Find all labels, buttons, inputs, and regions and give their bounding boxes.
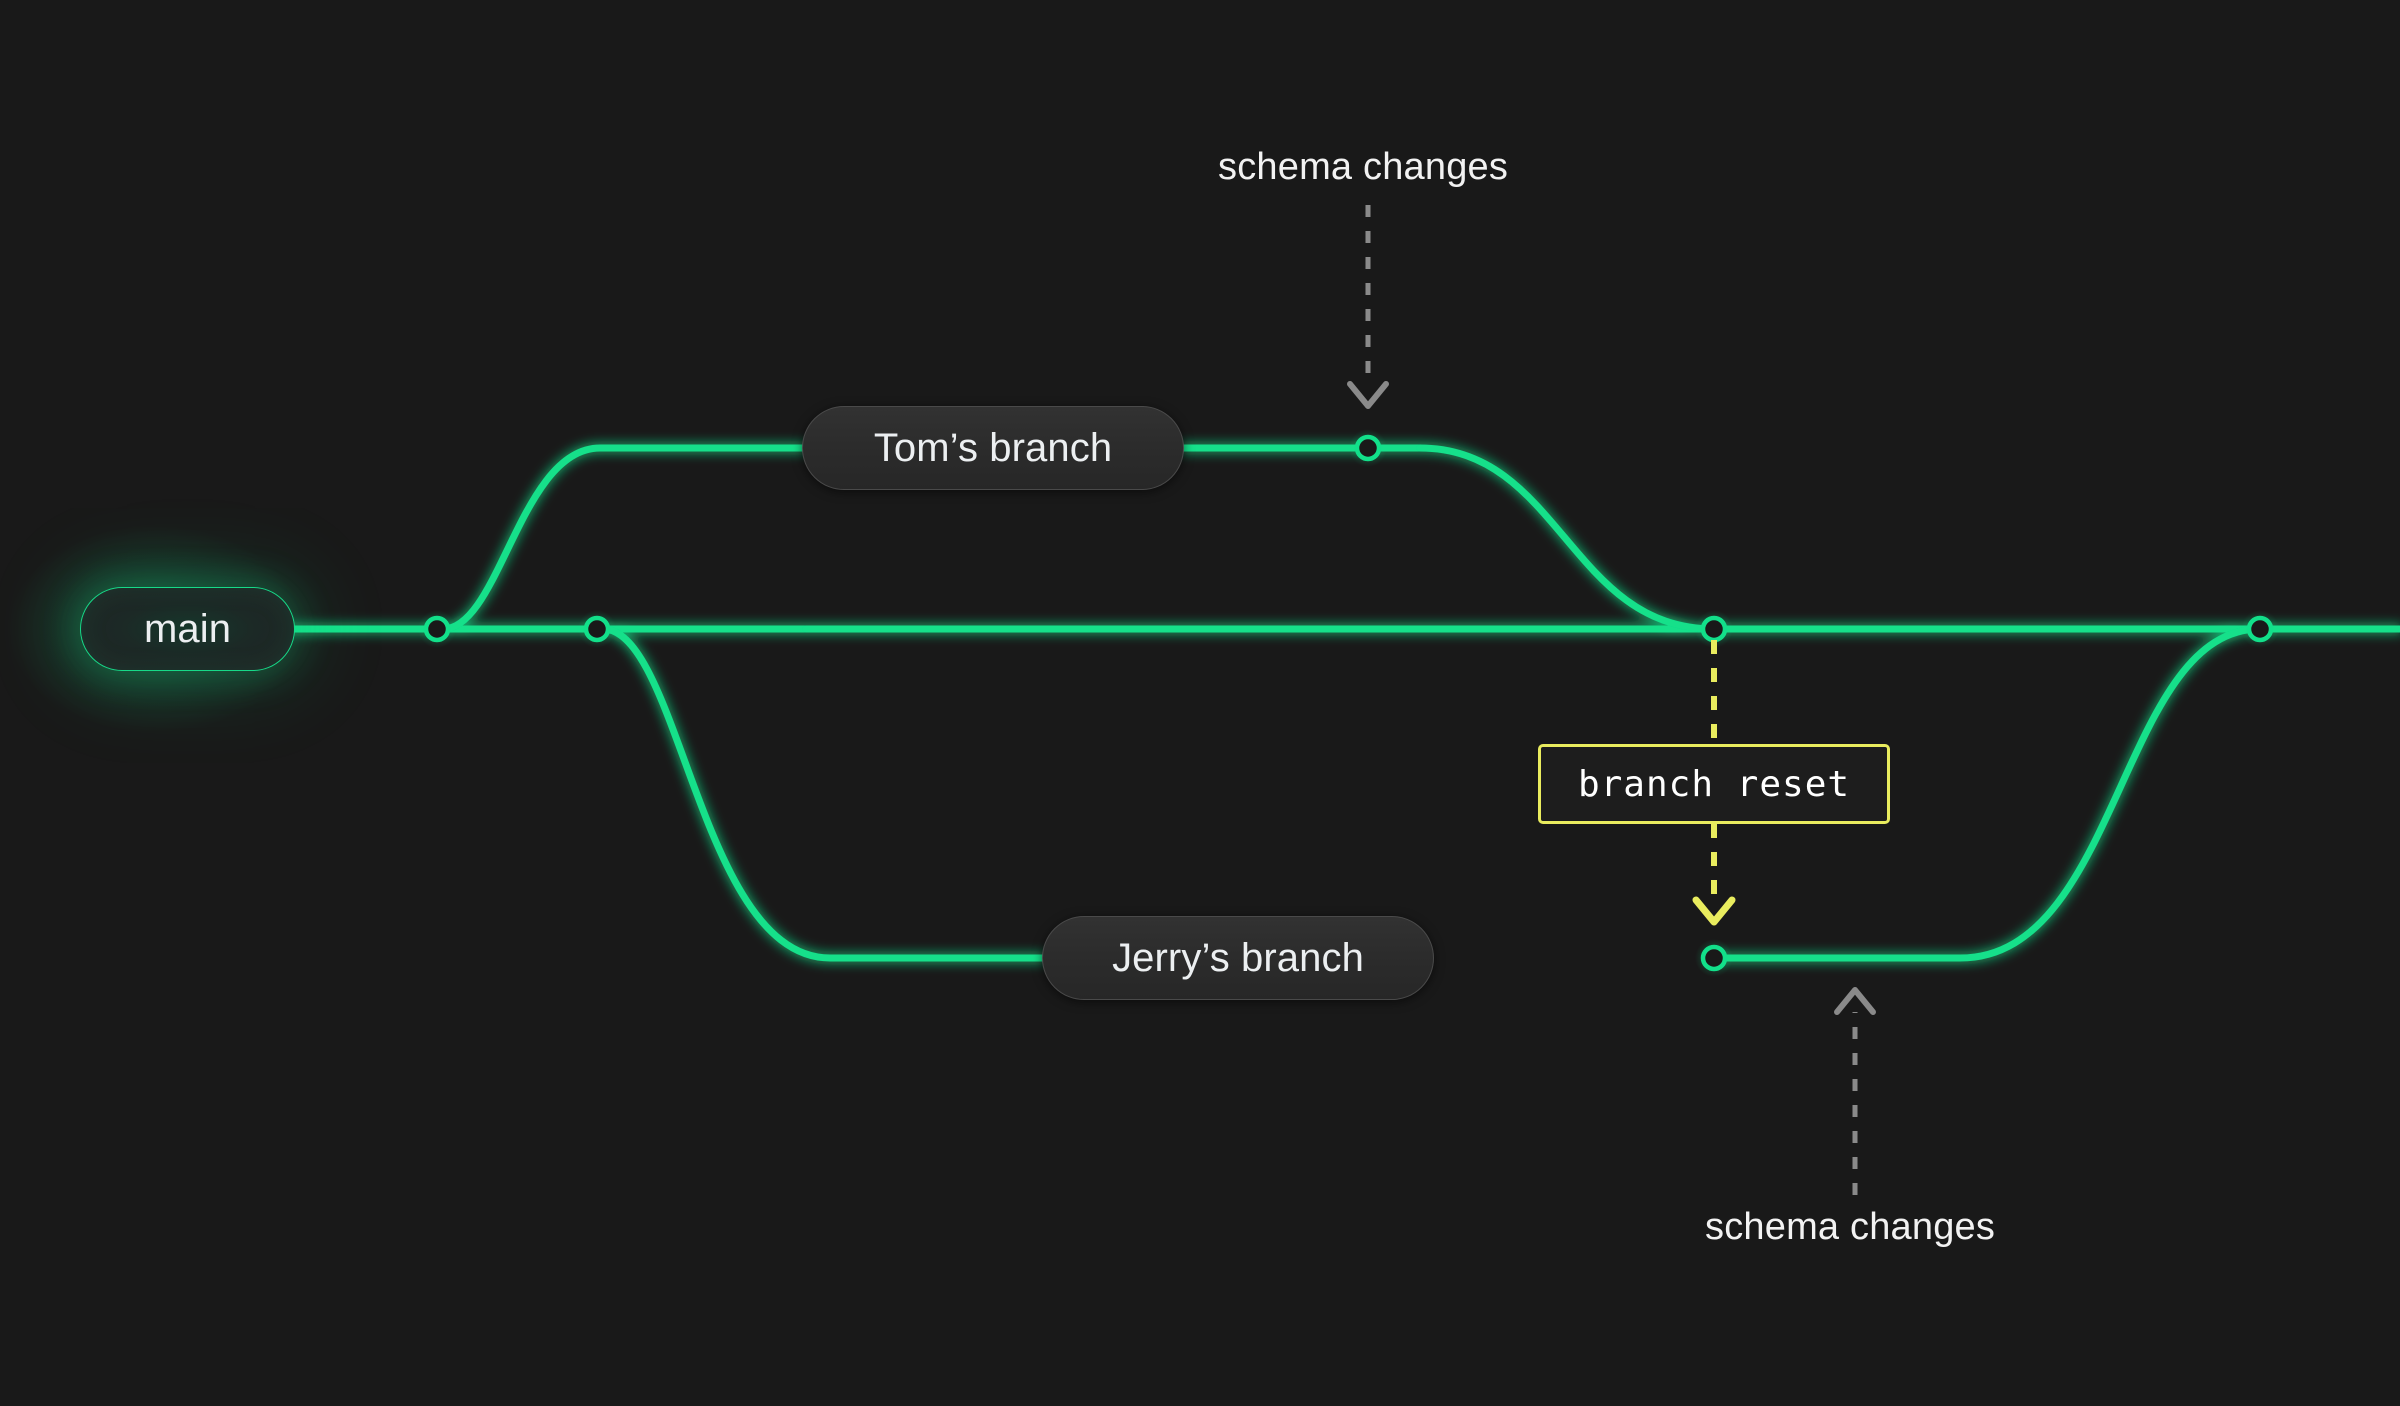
- branch-pill-main[interactable]: main: [80, 587, 295, 671]
- branch-reset-badge[interactable]: branch reset: [1538, 744, 1890, 824]
- annotation-label-schema-changes-top: schema changes: [1218, 146, 1509, 188]
- branch-lines: [184, 444, 2400, 962]
- jerrys-branch-merge: [1710, 625, 2264, 962]
- annotation-connector-top: [1347, 205, 1389, 409]
- toms-branch-merge: [1416, 444, 1718, 633]
- commit-node-c1-ring[interactable]: [423, 615, 451, 643]
- toms-branch-split: [439, 444, 810, 633]
- commit-node-c6-ring[interactable]: [2246, 615, 2274, 643]
- commit-nodes: [418, 429, 2279, 977]
- branch-reset-label: branch reset: [1577, 763, 1851, 805]
- branch-pill-toms-branch[interactable]: Tom’s branch: [802, 406, 1184, 490]
- commit-node-c5-ring[interactable]: [1700, 944, 1728, 972]
- branch-reset-connector: [1692, 640, 1736, 926]
- reset-arrowhead-icon: [1692, 896, 1736, 926]
- commit-node-c2-ring[interactable]: [583, 615, 611, 643]
- branch-pill-jerrys-branch-label: Jerry’s branch: [1112, 935, 1364, 980]
- commit-node-c4-ring[interactable]: [1700, 615, 1728, 643]
- annotation-connector-bottom: [1834, 987, 1876, 1195]
- branch-pill-main-label: main: [143, 606, 232, 651]
- branch-pill-jerrys-branch[interactable]: Jerry’s branch: [1042, 916, 1434, 1000]
- annotation-bottom-arrowhead-icon: [1834, 987, 1876, 1015]
- branch-pill-toms-branch-label: Tom’s branch: [873, 425, 1113, 470]
- annotation-label-schema-changes-bottom: schema changes: [1705, 1206, 1996, 1248]
- jerrys-branch-split: [599, 625, 1048, 962]
- commit-node-c3-ring[interactable]: [1354, 434, 1382, 462]
- annotation-top-arrowhead-icon: [1347, 381, 1389, 409]
